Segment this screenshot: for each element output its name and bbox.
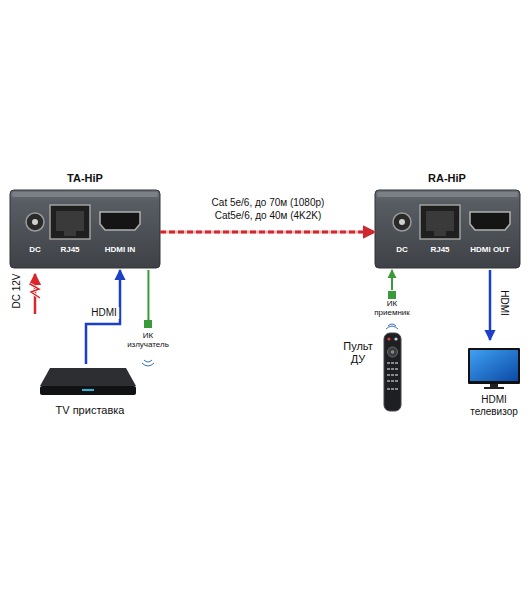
- set-top-box-node: TV приставка: [36, 364, 140, 422]
- device-caption: HDMI телевизор: [470, 394, 518, 417]
- connector-line: [147, 270, 149, 320]
- port-label: HDMI OUT: [470, 245, 510, 254]
- transmitter: TA-HiP DC RJ45 HDMI IN: [10, 170, 160, 270]
- remote-node: Пульт ДУ: [336, 330, 410, 414]
- ir-receiver: [388, 291, 396, 299]
- connector-label: HDMI: [89, 307, 119, 319]
- ir-emitter-node: ИК излучатель: [126, 320, 171, 358]
- connector-line: [86, 270, 120, 364]
- device-caption: ИК излучатель: [127, 331, 169, 349]
- receiver-housing: [375, 190, 520, 268]
- receiver: RA-HiP DC RJ45 HDMI OUT: [375, 170, 520, 270]
- set-top-box: [40, 368, 136, 395]
- remote-control: [384, 324, 401, 411]
- connector-line: [160, 231, 375, 234]
- connector: [490, 270, 491, 340]
- power-label: DC 12V: [11, 271, 23, 310]
- device-title: TA-HiP: [67, 172, 103, 185]
- connector: [148, 270, 149, 320]
- connector: [160, 232, 375, 233]
- connector-line: [489, 270, 492, 340]
- port-label: HDMI IN: [105, 245, 136, 254]
- port-label: RJ45: [430, 245, 449, 254]
- connector: [86, 270, 120, 364]
- device-caption: TV приставка: [56, 404, 125, 417]
- device-caption: ИК приемник: [374, 299, 410, 317]
- tv-set: [468, 348, 520, 389]
- connector-label: Cat 5e/6, до 70м (1080р): [210, 197, 327, 209]
- power-arrow: [30, 274, 40, 314]
- port-label: RJ45: [60, 245, 79, 254]
- ir-receiver-node: ИК приемник: [370, 290, 414, 320]
- device-caption: Пульт ДУ: [343, 340, 373, 365]
- port-label: DC: [396, 245, 408, 254]
- connector-line: [391, 270, 393, 290]
- port-label: DC: [29, 245, 41, 254]
- cable-spec: Cat5e/6, до 40м (4K2K): [213, 210, 324, 222]
- connector-label: HDMI: [498, 288, 510, 318]
- cable-core: [160, 231, 375, 234]
- tv-node: HDMI телевизор: [462, 340, 526, 419]
- connector: [392, 270, 393, 290]
- device-title: RA-HiP: [428, 172, 466, 185]
- transmitter-housing: [10, 190, 160, 268]
